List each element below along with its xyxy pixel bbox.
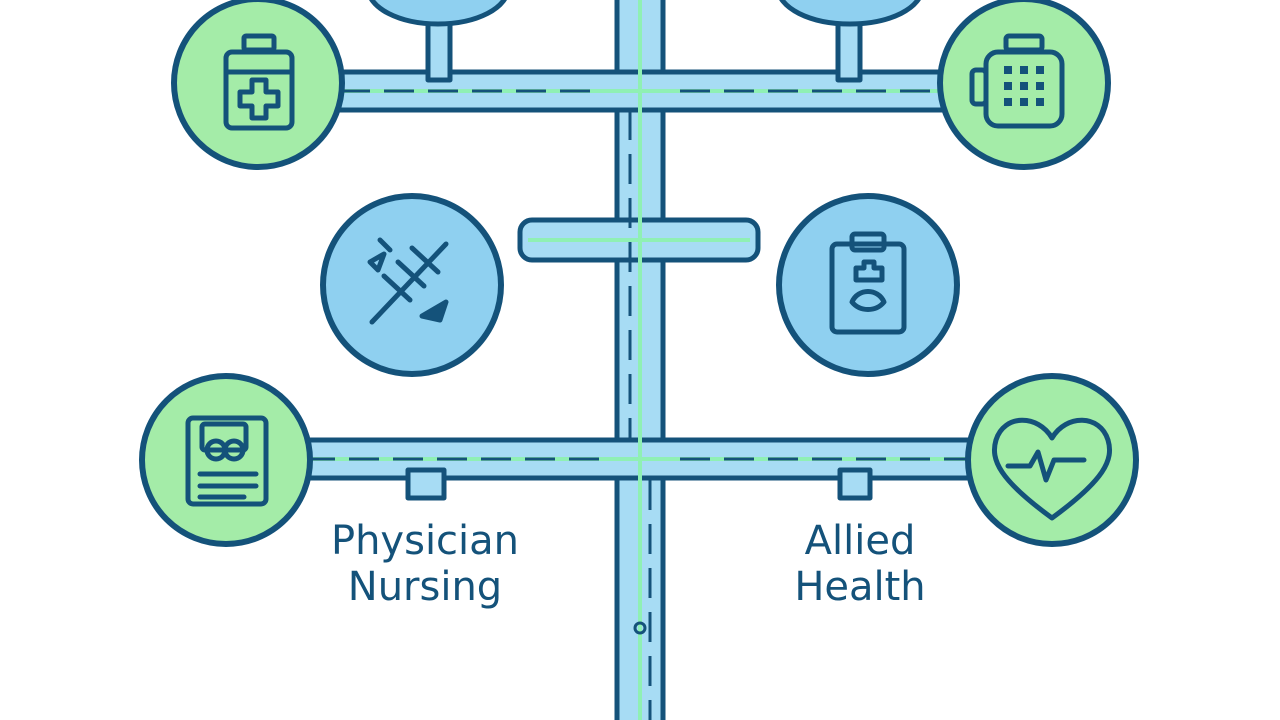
pipe-dash-lines [305, 89, 975, 720]
clipboard-report-node [139, 373, 313, 547]
left-drop-stub [405, 467, 447, 501]
medicine-bottle-node [171, 0, 345, 170]
trunk-bottom-dot [633, 621, 647, 635]
physician-nursing-label: Physician Nursing [290, 518, 560, 610]
top-right-partial-node [779, 0, 921, 27]
fishbone-icon [367, 237, 449, 325]
heart-rate-icon [991, 417, 1113, 521]
top-left-partial-node [369, 0, 507, 27]
label-health: Health [794, 564, 926, 610]
label-nursing: Nursing [347, 564, 503, 610]
right-drop-stub [837, 467, 873, 501]
clipboard-patient-node [776, 193, 960, 377]
pill-bottle-icon [969, 33, 1065, 129]
medicine-bottle-icon [223, 33, 295, 131]
label-physician: Physician [330, 518, 520, 564]
pill-bottle-grid-node [937, 0, 1111, 170]
fishbone-node [320, 193, 504, 377]
clipboard-report-icon [185, 415, 269, 507]
allied-health-label: Allied Health [740, 518, 980, 610]
label-allied: Allied [804, 518, 916, 564]
pill-grid-dots [1004, 66, 1044, 106]
heart-rate-node [965, 373, 1139, 547]
clipboard-icon [829, 231, 907, 335]
